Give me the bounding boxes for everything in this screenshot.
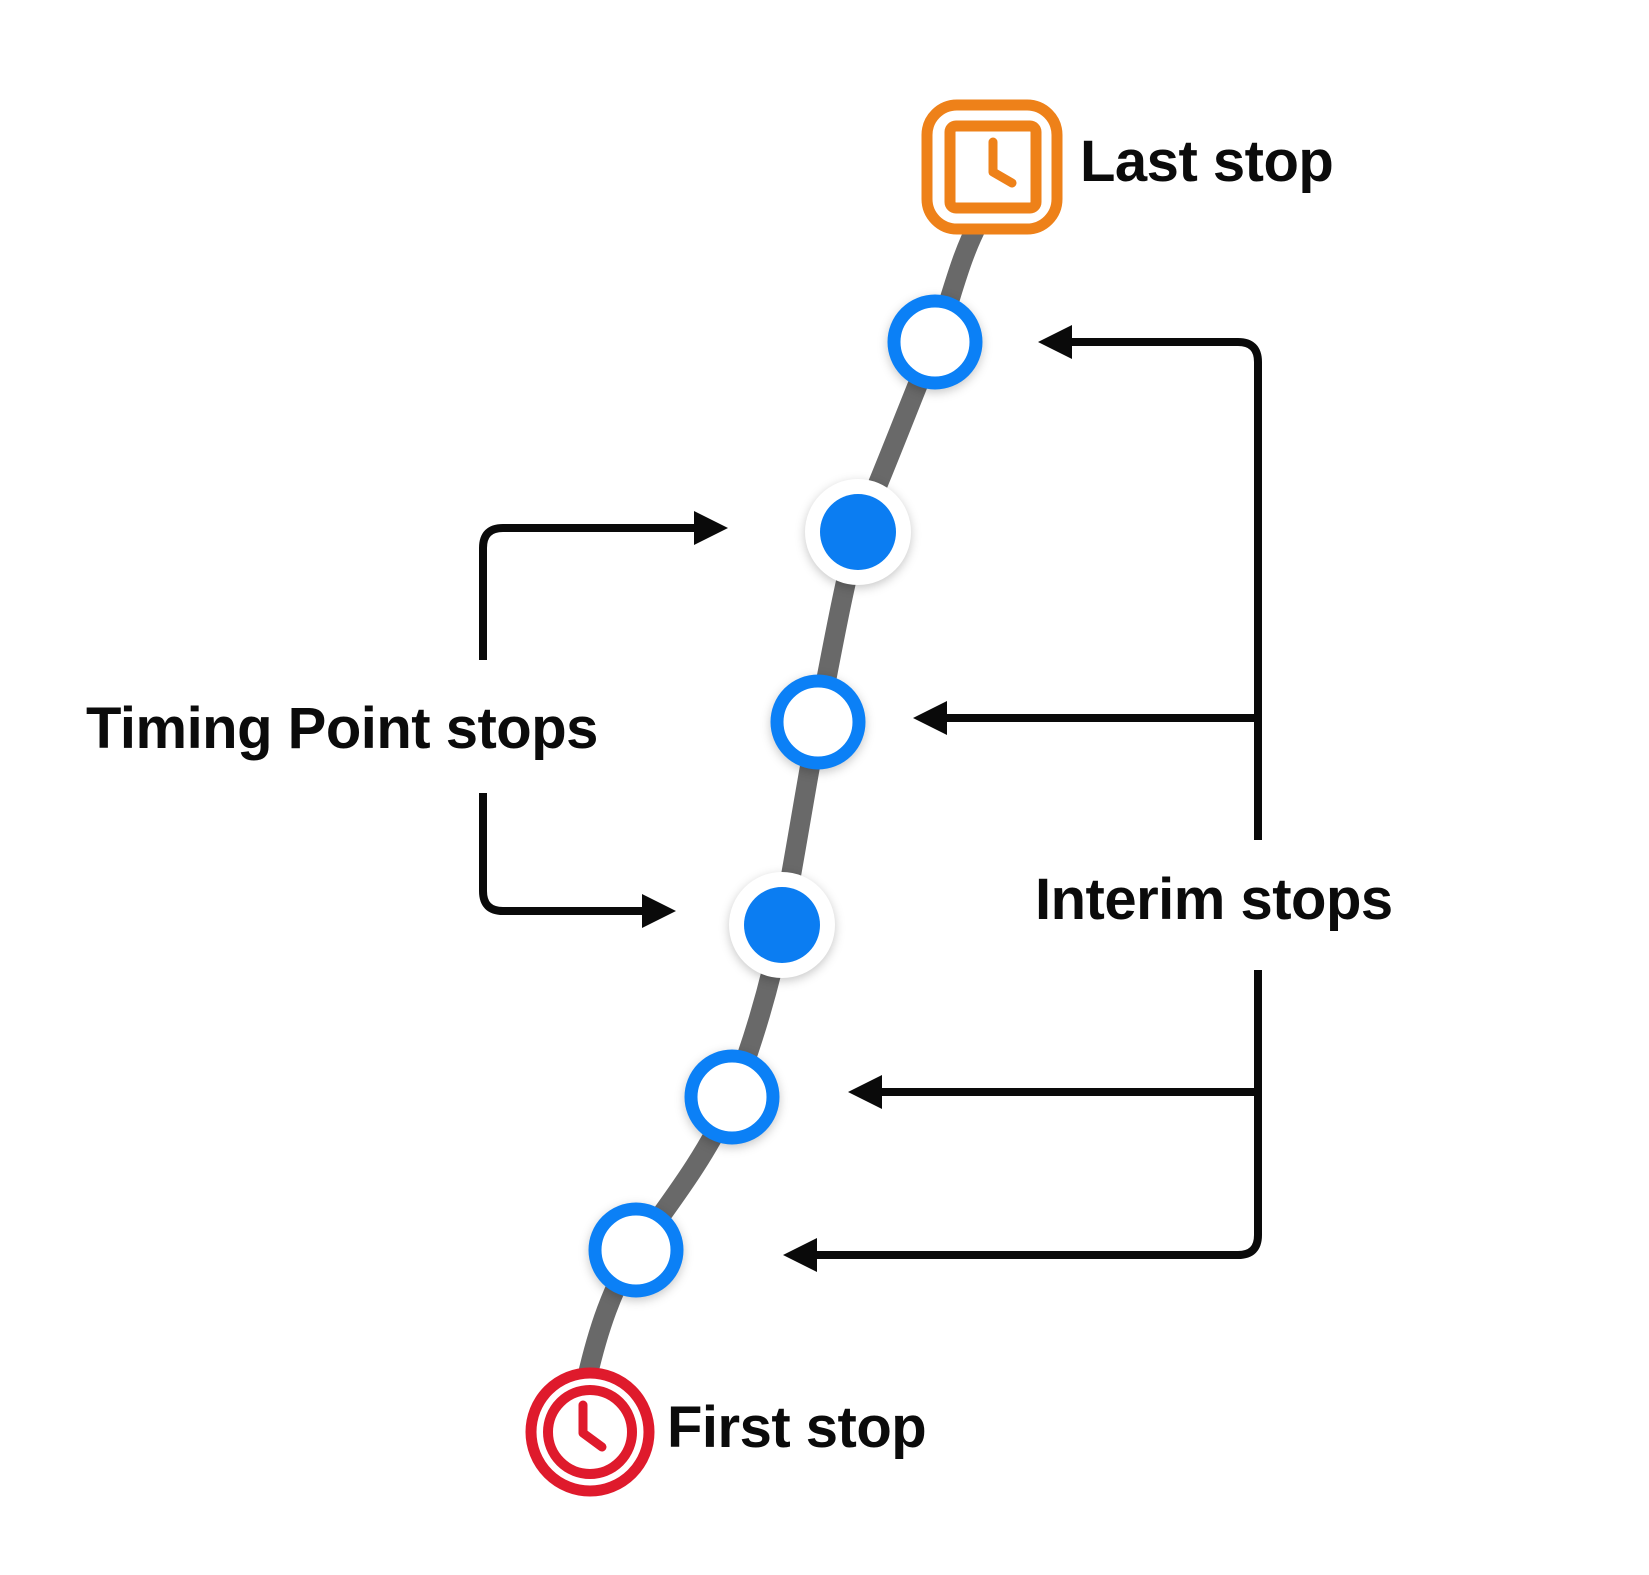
timing-point-marker-2 xyxy=(744,887,820,963)
interim-arrowhead-3 xyxy=(848,1075,882,1109)
interim-stops-label: Interim stops xyxy=(1035,867,1393,932)
interim-stop-marker-1 xyxy=(887,294,983,390)
interim-stop-marker-2 xyxy=(770,674,866,770)
last-stop-label: Last stop xyxy=(1080,129,1334,194)
timing-bracket-line-top xyxy=(479,524,698,660)
first-stop-label: First stop xyxy=(667,1395,927,1460)
interim-arrowhead-2 xyxy=(913,701,947,735)
last-stop-clock-square-icon xyxy=(921,99,1063,235)
interim-stops-bracket xyxy=(815,338,1262,1259)
interim-arrowheads xyxy=(783,325,1072,1272)
interim-bracket-line-bottom xyxy=(815,970,1262,1259)
timing-point-stops-label: Timing Point stops xyxy=(86,696,598,761)
first-stop-clock-circle-icon xyxy=(525,1367,655,1497)
timing-point-marker-1 xyxy=(820,494,896,570)
interim-bracket-line-top xyxy=(1070,338,1262,840)
timing-bracket-line-bottom xyxy=(479,793,646,915)
timing-point-markers xyxy=(729,479,911,978)
timing-arrowhead-2 xyxy=(642,894,676,928)
interim-stop-markers xyxy=(588,294,983,1298)
last-stop-icon-clock-hands xyxy=(988,137,1017,188)
last-stop-icon-inner-square xyxy=(944,120,1042,214)
timing-arrowhead-1 xyxy=(694,511,728,545)
timing-point-bracket xyxy=(479,524,698,915)
interim-stop-marker-3 xyxy=(684,1049,780,1145)
interim-stop-marker-4 xyxy=(588,1202,684,1298)
first-stop-icon-inner-ring xyxy=(543,1385,637,1479)
interim-arrowhead-4 xyxy=(783,1238,817,1272)
first-stop-icon-clock-hands xyxy=(578,1400,607,1452)
interim-arrowhead-1 xyxy=(1038,325,1072,359)
timing-point-arrowheads xyxy=(642,511,728,928)
